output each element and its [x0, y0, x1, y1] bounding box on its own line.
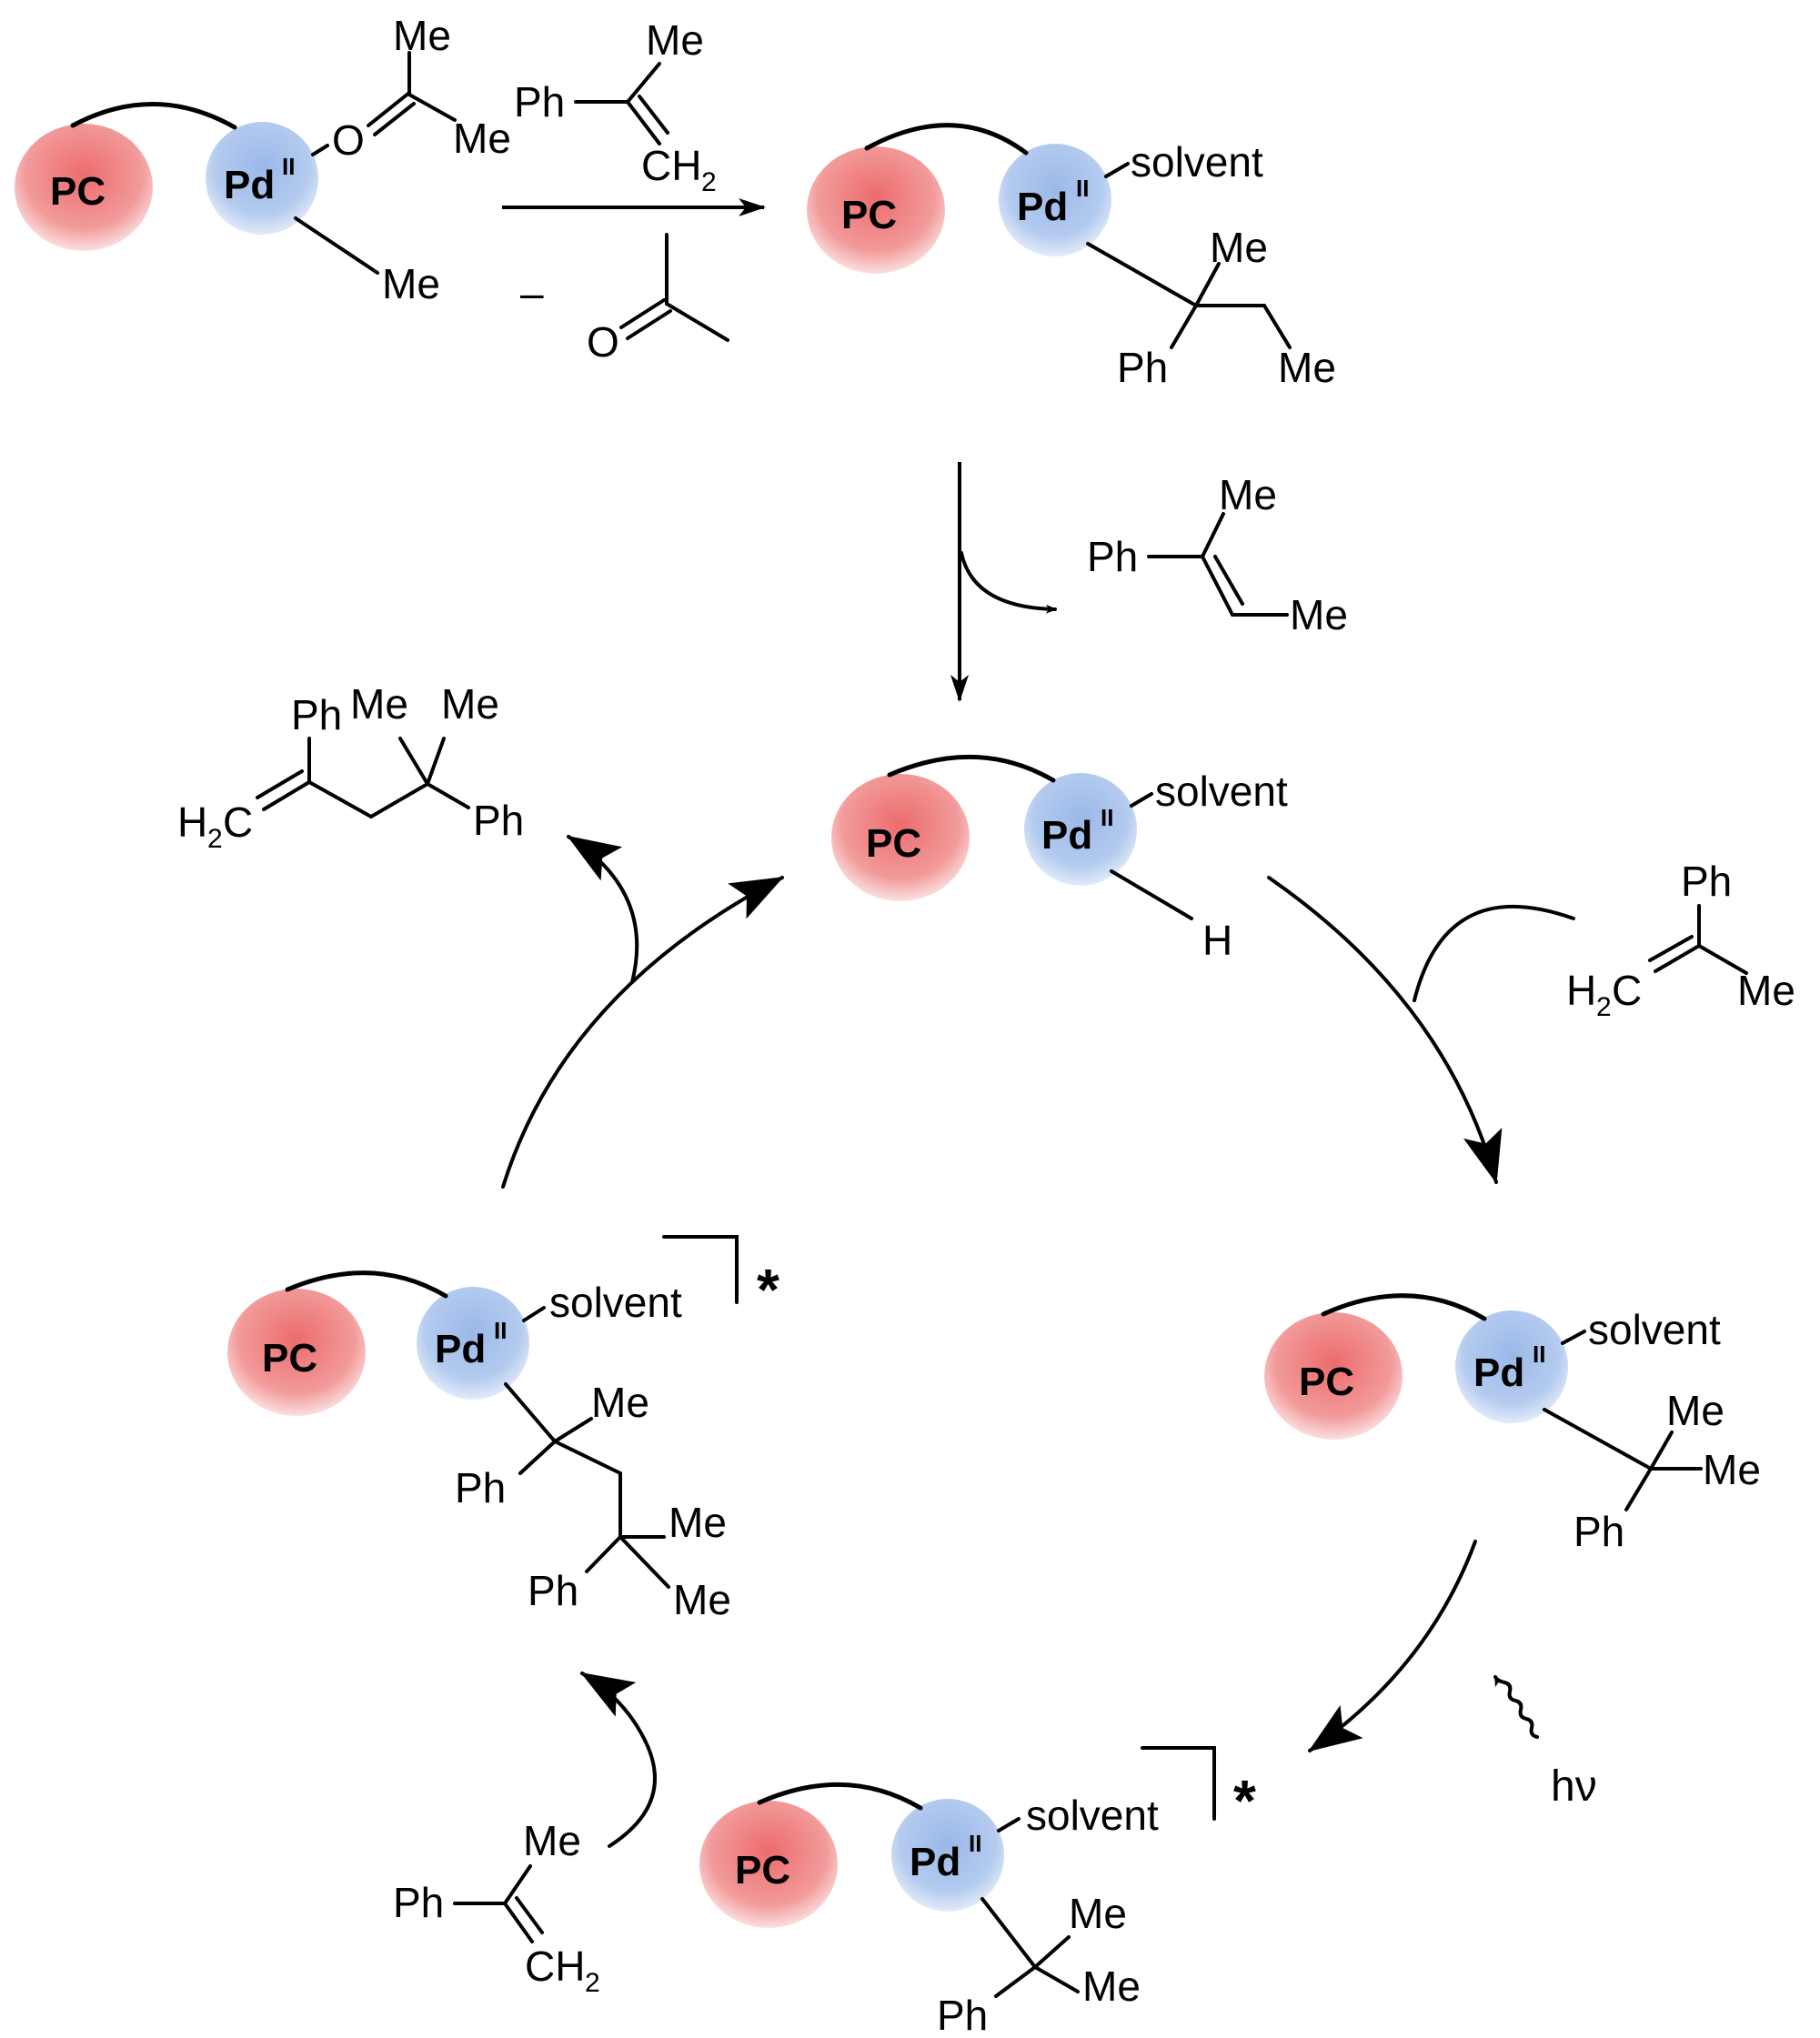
pd-label: Pd [910, 1840, 960, 1884]
subscript: 2 [207, 824, 223, 854]
methyl-label: Me [1703, 1446, 1761, 1493]
pd-label: Pd [224, 163, 275, 207]
methyl-label: Me [1069, 1890, 1127, 1937]
pd-label: Pd [1017, 185, 1068, 229]
complex-pd-hydride: PC Pd II solvent H [831, 755, 1288, 964]
reagent-alpha-methylstyrene-top: Ph Me CH 2 [514, 16, 717, 197]
methyl-label: Me [1737, 967, 1795, 1014]
phenyl-label: Ph [1087, 533, 1138, 580]
complex-alkyl-top: PC Pd II solvent Me Me Ph [807, 123, 1336, 391]
pd-oxidation-state: II [1101, 804, 1113, 831]
excited-state-star: * [1233, 1768, 1256, 1833]
methyl-label: Me [523, 1817, 581, 1864]
solvent-label: solvent [1588, 1306, 1721, 1353]
pd-oxidation-state: II [282, 153, 295, 180]
solvent-label: solvent [1026, 1792, 1159, 1839]
subscript: 2 [701, 167, 717, 197]
methyl-label: Me [441, 680, 499, 728]
ch2-label: CH [641, 142, 701, 189]
phenyl-label: Ph [937, 1992, 988, 2038]
complex-pd-cumyl: PC Pd II solvent Me Me Ph [1264, 1293, 1761, 1555]
cycle-arrow-hydride-to-alkyl [1267, 876, 1503, 1184]
ch2-label: CH [525, 1943, 585, 1990]
subscript: 2 [1596, 992, 1612, 1022]
pc-label: PC [866, 821, 921, 866]
pd-label: Pd [1041, 813, 1092, 858]
light-wavy-arrow [1493, 1675, 1539, 1739]
methyl-label: Me [1210, 224, 1268, 271]
pd-oxidation-state: II [969, 1830, 981, 1857]
pc-label: PC [262, 1336, 317, 1380]
phenyl-label: Ph [1117, 344, 1168, 391]
reagent-alpha-methylstyrene-right: Ph Me H 2 C [1566, 858, 1795, 1022]
methyl-label: Me [382, 260, 440, 307]
pc-label: PC [735, 1848, 790, 1892]
h2c-label: H [1566, 967, 1596, 1014]
methyl-label: Me [393, 12, 451, 59]
h2c-label: H [177, 798, 207, 846]
methyl-label: Me [673, 1576, 731, 1623]
byproduct-acetone: – O [520, 233, 729, 366]
phenyl-label: Ph [1574, 1508, 1624, 1555]
solvent-label: solvent [1131, 138, 1263, 186]
pd-label: Pd [435, 1327, 486, 1371]
pd-oxidation-state: II [1076, 175, 1089, 202]
phenyl-label: Ph [1681, 858, 1732, 905]
methyl-label: Me [1219, 471, 1277, 518]
methyl-label: Me [646, 16, 704, 64]
cycle-arrow-cumyl-to-excited [1308, 1540, 1477, 1752]
methyl-label: Me [591, 1379, 649, 1426]
cycle-arrow-dimer-to-hydride [501, 876, 784, 1189]
light-hv-label: hν [1551, 1762, 1597, 1811]
methyl-label: Me [453, 115, 511, 162]
methyl-label: Me [1666, 1387, 1724, 1434]
product-release-arrow [567, 835, 639, 984]
product-trisubstituted-alkene: Ph Me Me [1087, 471, 1348, 638]
methyl-label: Me [1082, 1963, 1141, 2010]
phenyl-label: Ph [393, 1879, 444, 1926]
complex-excited-dimer: PC Pd II solvent * Me Ph Me Me Ph [227, 1235, 779, 1623]
phenyl-label: Ph [455, 1464, 506, 1511]
solvent-label: solvent [1155, 768, 1288, 815]
pc-label: PC [1299, 1360, 1354, 1404]
reagent-alpha-methylstyrene-bottom: Ph Me CH 2 [393, 1817, 600, 1998]
minus-sign: – [520, 269, 544, 316]
phenyl-label: Ph [514, 78, 565, 125]
pc-label: PC [50, 169, 106, 214]
phenyl-label: Ph [291, 691, 342, 738]
pd-label: Pd [1473, 1350, 1524, 1395]
reagent-entry-arrow-right [1413, 904, 1575, 1002]
excited-state-bracket [662, 1235, 739, 1304]
subscript: 2 [585, 1968, 600, 1998]
pd-oxidation-state: II [494, 1317, 507, 1344]
phenyl-label: Ph [473, 797, 524, 844]
product-alkene-dimer: Ph H 2 C Me Me Ph [177, 680, 524, 854]
methyl-label: Me [669, 1499, 727, 1546]
release-arrow [960, 551, 1057, 614]
h2c-label: C [1612, 967, 1642, 1014]
pd-oxidation-state: II [1533, 1340, 1545, 1368]
excited-state-bracket [1141, 1746, 1216, 1821]
complex-start: PC Pd II O Me Me Me [15, 12, 511, 307]
phenyl-label: Ph [528, 1567, 578, 1614]
solvent-label: solvent [549, 1279, 682, 1326]
methyl-label: Me [1290, 591, 1348, 638]
complex-excited-cumyl: PC Pd II solvent * Me Me Ph [699, 1746, 1256, 2038]
pc-label: PC [841, 193, 897, 237]
h2c-label: C [223, 798, 253, 846]
reagent-entry-arrow-left [580, 1672, 657, 1848]
methyl-label: Me [350, 680, 408, 728]
excited-state-star: * [757, 1257, 779, 1322]
methyl-label: Me [1278, 344, 1336, 391]
oxygen-atom: O [332, 116, 365, 164]
hydride-label: H [1202, 917, 1232, 964]
oxygen-atom: O [587, 318, 619, 366]
